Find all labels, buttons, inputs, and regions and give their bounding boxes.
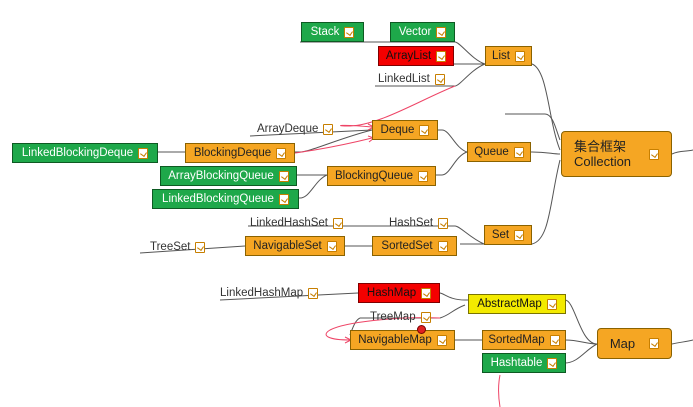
collection-label: Collection (573, 154, 632, 169)
sortedset-label: SortedSet (381, 240, 433, 252)
treeset-node[interactable]: TreeSet (150, 238, 206, 256)
note-icon (436, 26, 447, 38)
abstractmap-label: AbstractMap (477, 298, 542, 310)
navigablemap-node[interactable]: NavigableMap (350, 330, 455, 350)
linkedlist-label: LinkedList (378, 73, 430, 85)
note-icon (278, 170, 289, 182)
note-icon (419, 124, 430, 136)
note-icon (195, 241, 206, 253)
linkedblockingdeque-node[interactable]: LinkedBlockingDeque (12, 143, 158, 163)
hashset-label: HashSet (389, 217, 434, 229)
note-icon (278, 193, 289, 205)
note-icon (420, 311, 431, 323)
note-icon (436, 334, 447, 346)
arraydeque-label: ArrayDeque (257, 123, 319, 135)
queue-label: Queue (474, 146, 509, 158)
deque-label: Deque (380, 124, 415, 136)
linkedhashset-node[interactable]: LinkedHashSet (250, 214, 343, 232)
hashmap-label: HashMap (366, 287, 417, 299)
hashtable-node[interactable]: Hashtable (482, 353, 566, 373)
set-node[interactable]: Set (484, 225, 532, 245)
linkedblockingqueue-label: LinkedBlockingQueue (162, 193, 274, 205)
vector-node[interactable]: Vector (390, 22, 455, 42)
note-icon (418, 170, 428, 182)
hashmap-node[interactable]: HashMap (358, 283, 440, 303)
sortedmap-node[interactable]: SortedMap (482, 330, 566, 350)
note-icon (649, 338, 660, 349)
queue-node[interactable]: Queue (467, 142, 531, 162)
vector-label: Vector (398, 26, 432, 38)
note-icon (421, 287, 432, 299)
blockingqueue-label: BlockingQueue (335, 170, 413, 182)
collection-label-cn: 集合框架 (573, 139, 626, 154)
note-icon (344, 26, 355, 38)
note-icon (276, 147, 287, 159)
arrayblockingqueue-node[interactable]: ArrayBlockingQueue (160, 166, 297, 186)
note-icon (549, 334, 560, 346)
deque-node[interactable]: Deque (372, 120, 438, 140)
note-icon (546, 298, 557, 310)
blockingqueue-node[interactable]: BlockingQueue (327, 166, 436, 186)
navigablemap-label: NavigableMap (358, 334, 432, 346)
note-icon (333, 217, 343, 229)
treeset-label: TreeSet (150, 241, 191, 253)
linkedlist-node[interactable]: LinkedList (378, 70, 445, 88)
stack-label: Stack (310, 26, 340, 38)
note-icon (438, 217, 449, 229)
hashset-node[interactable]: HashSet (389, 214, 449, 232)
blockingdeque-node[interactable]: BlockingDeque (185, 143, 295, 163)
note-icon (547, 357, 558, 369)
arraydeque-node[interactable]: ArrayDeque (257, 120, 334, 138)
navigableset-label: NavigableSet (253, 240, 322, 252)
linkedhashset-label: LinkedHashSet (250, 217, 328, 229)
note-icon (308, 287, 319, 299)
arraylist-node[interactable]: ArrayList (378, 46, 454, 66)
linkedblockingqueue-node[interactable]: LinkedBlockingQueue (152, 189, 299, 209)
treemap-node[interactable]: TreeMap (370, 308, 431, 326)
note-icon (434, 73, 445, 85)
list-label: List (492, 50, 510, 62)
treemap-label: TreeMap (370, 311, 416, 323)
stack-node[interactable]: Stack (301, 22, 364, 42)
arraylist-label: ArrayList (385, 50, 432, 62)
linkedblockingdeque-label: LinkedBlockingDeque (21, 147, 134, 159)
note-icon (513, 146, 524, 158)
note-icon (514, 50, 525, 62)
abstractmap-node[interactable]: AbstractMap (468, 294, 566, 314)
blockingdeque-label: BlockingDeque (193, 147, 272, 159)
note-icon (436, 50, 447, 62)
arrayblockingqueue-label: ArrayBlockingQueue (168, 170, 274, 182)
linkedhashmap-node[interactable]: LinkedHashMap (220, 284, 319, 302)
list-node[interactable]: List (485, 46, 532, 66)
map-label: Map (609, 336, 636, 351)
map-node[interactable]: Map (597, 328, 672, 359)
sortedset-node[interactable]: SortedSet (372, 236, 457, 256)
linkedhashmap-label: LinkedHashMap (220, 287, 304, 299)
hashtable-label: Hashtable (490, 357, 543, 369)
marker-icon (417, 325, 426, 334)
sortedmap-label: SortedMap (488, 334, 545, 346)
note-icon (323, 123, 334, 135)
navigableset-node[interactable]: NavigableSet (245, 236, 345, 256)
note-icon (649, 148, 660, 160)
set-label: Set (491, 229, 510, 241)
note-icon (326, 240, 337, 252)
note-icon (138, 147, 149, 159)
note-icon (437, 240, 448, 252)
note-icon (514, 229, 525, 241)
